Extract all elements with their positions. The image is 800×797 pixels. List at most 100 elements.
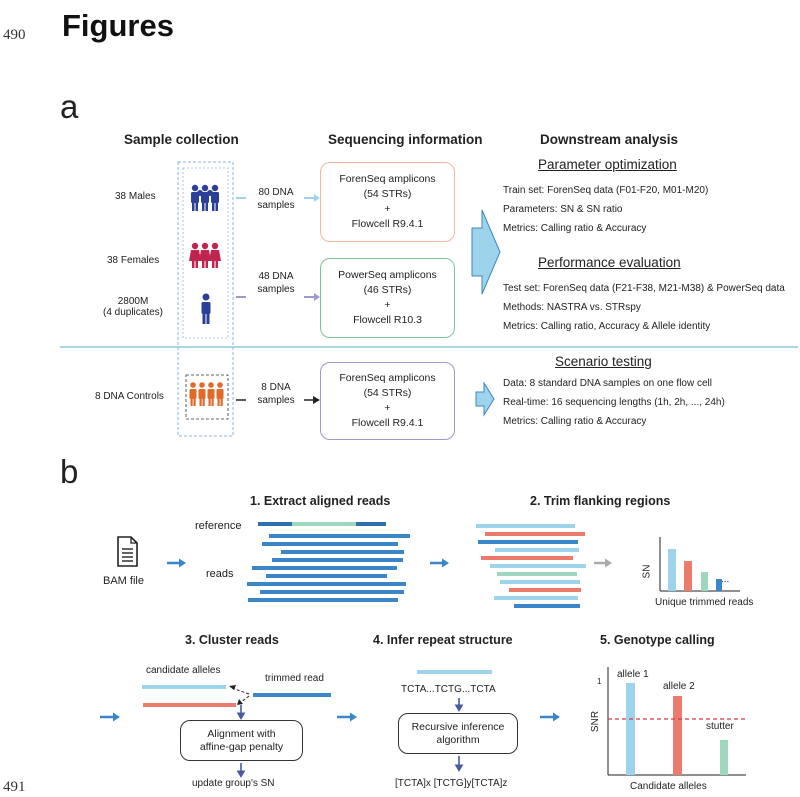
sample-count-first-word: samples [257,200,295,211]
dashed-arrow-head-2 [237,699,243,705]
sample-count-first: 80 DNA samples [248,186,304,212]
sample-frame-inner [182,167,229,339]
param-line-3: Metrics: Calling ratio & Accuracy [503,223,647,234]
recursive-box-line2: algorithm [436,733,480,746]
page-heading: Figures [62,8,174,43]
arrow-to-forenseq-1 [236,194,320,202]
arrow-cluster-to-infer [337,712,357,722]
reference-person-icon [201,293,211,324]
column-downstream-analysis: Downstream analysis [540,132,679,147]
forenseq-box-2-line2: (54 STRs) [363,387,412,399]
sn-bar-1 [668,549,676,591]
reference-sample-name: 2800M [117,296,149,307]
sample-frame [177,161,234,437]
arrow-into-cluster [100,712,120,722]
sample-count-third: 8 DNA samples [248,381,304,407]
recursive-box-line1: Recursive inference [411,720,505,733]
step-1-title: 1. Extract aligned reads [250,494,391,508]
forenseq-box-2-line1: ForenSeq amplicons [339,372,436,384]
panel-a-label: a [60,88,79,125]
column-sequencing-information: Sequencing information [328,132,483,147]
arrow-to-powerseq [236,293,320,301]
candidate-alleles-axis-label: Candidate alleles [630,781,707,792]
sn-bar-2 [684,561,692,591]
group-reference-sample: 2800M (4 duplicates) [96,296,170,318]
forenseq-box-1-line4: Flowcell R9.4.1 [351,218,424,230]
recursive-inference-box: Recursive inference algorithm [398,713,518,754]
cluster-down-arrows [236,705,246,778]
scenario-line-3: Metrics: Calling ratio & Accuracy [503,416,647,427]
step-3-title: 3. Cluster reads [185,633,279,647]
alignment-box-line1: Alignment with [207,727,276,740]
perf-line-2: Methods: NASTRA vs. STRspy [503,302,641,313]
sample-count-second-num: 48 DNA [258,271,294,282]
perf-line-3: Metrics: Calling ratio, Accuracy & Allel… [503,321,711,332]
reads-label: reads [206,568,234,580]
reference-read [258,522,386,526]
reference-label: reference [195,520,242,532]
forenseq-box-1: ForenSeq amplicons (54 STRs) + Flowcell … [320,162,455,242]
allele-1-bar [626,683,635,775]
forenseq-box-2-line4: Flowcell R9.4.1 [351,417,424,429]
sn-bar-3 [701,572,708,591]
arrow-extract-to-trim [430,558,449,568]
big-arrow-analysis [471,209,501,295]
column-sample-collection: Sample collection [124,132,239,147]
ellipsis-label: ... [721,574,730,585]
alignment-box: Alignment with affine-gap penalty [180,720,303,761]
step-2-title: 2. Trim flanking regions [530,494,671,508]
scenario-line-2: Real-time: 16 sequencing lengths (1h, 2h… [503,397,725,408]
controls-frame [185,374,229,420]
forenseq-box-1-line2: (54 STRs) [363,188,412,200]
powerseq-box-line2: (46 STRs) [363,284,412,296]
scenario-testing-title: Scenario testing [555,354,652,369]
update-sn-label: update group's SN [192,778,275,789]
sample-count-second-word: samples [257,284,295,295]
aligned-reads [247,534,410,602]
perf-line-1: Test set: ForenSeq data (F21-F38, M21-M3… [503,283,785,294]
reference-sample-duplicates: (4 duplicates) [102,307,164,318]
param-line-1: Train set: ForenSeq data (F01-F20, M01-M… [503,185,709,196]
bam-file-icon [117,536,138,567]
line-number-bottom: 491 [3,779,26,795]
arrow-to-forenseq-2 [236,396,320,404]
sample-count-third-word: samples [257,395,295,406]
males-icon [191,184,219,211]
arrow-infer-to-genotype [540,712,560,722]
step-5-title: 5. Genotype calling [600,633,715,647]
forenseq-box-2: ForenSeq amplicons (54 STRs) + Flowcell … [320,362,455,440]
step-4-title: 4. Infer repeat structure [373,633,513,647]
alignment-box-line2: affine-gap penalty [199,740,284,753]
panel-b-label: b [60,453,79,490]
group-dna-controls: 8 DNA Controls [95,391,164,402]
group-females: 38 Females [107,255,160,266]
dashed-comparison-arrows [231,687,250,704]
motif-label: TCTA...TCTG...TCTA [401,684,496,695]
powerseq-box-line4: Flowcell R10.3 [353,314,422,326]
trimmed-read-label: trimmed read [265,673,324,684]
allele-2-label: allele 2 [663,681,695,692]
param-line-2: Parameters: SN & SN ratio [503,204,623,215]
forenseq-box-1-line1: ForenSeq amplicons [339,173,436,185]
trimmed-reads [476,524,586,608]
parameter-optimization-title: Parameter optimization [538,157,677,172]
controls-icon [189,382,224,406]
line-number-top: 490 [3,27,26,43]
repeat-formula-label: [TCTA]x [TCTG]y[TCTA]z [395,778,508,789]
candidate-alleles-label: candidate alleles [146,665,221,676]
infer-read [417,670,492,674]
arrow-trim-to-histogram [594,558,612,568]
snr-tick-one: 1 [597,677,602,686]
dashed-arrow-head-1 [229,685,236,690]
allele-1-label: allele 1 [617,669,649,680]
sample-count-first-num: 80 DNA [258,187,294,198]
infer-down-arrows [454,698,464,772]
candidate-allele-1 [142,685,226,689]
small-arrow-scenario [475,381,495,417]
stutter-bar [720,740,728,775]
forenseq-box-2-line3: + [384,402,391,414]
forenseq-box-1-line3: + [384,203,391,215]
stutter-label: stutter [706,721,734,732]
trimmed-read-bar [253,693,331,697]
candidate-allele-2 [143,703,236,707]
